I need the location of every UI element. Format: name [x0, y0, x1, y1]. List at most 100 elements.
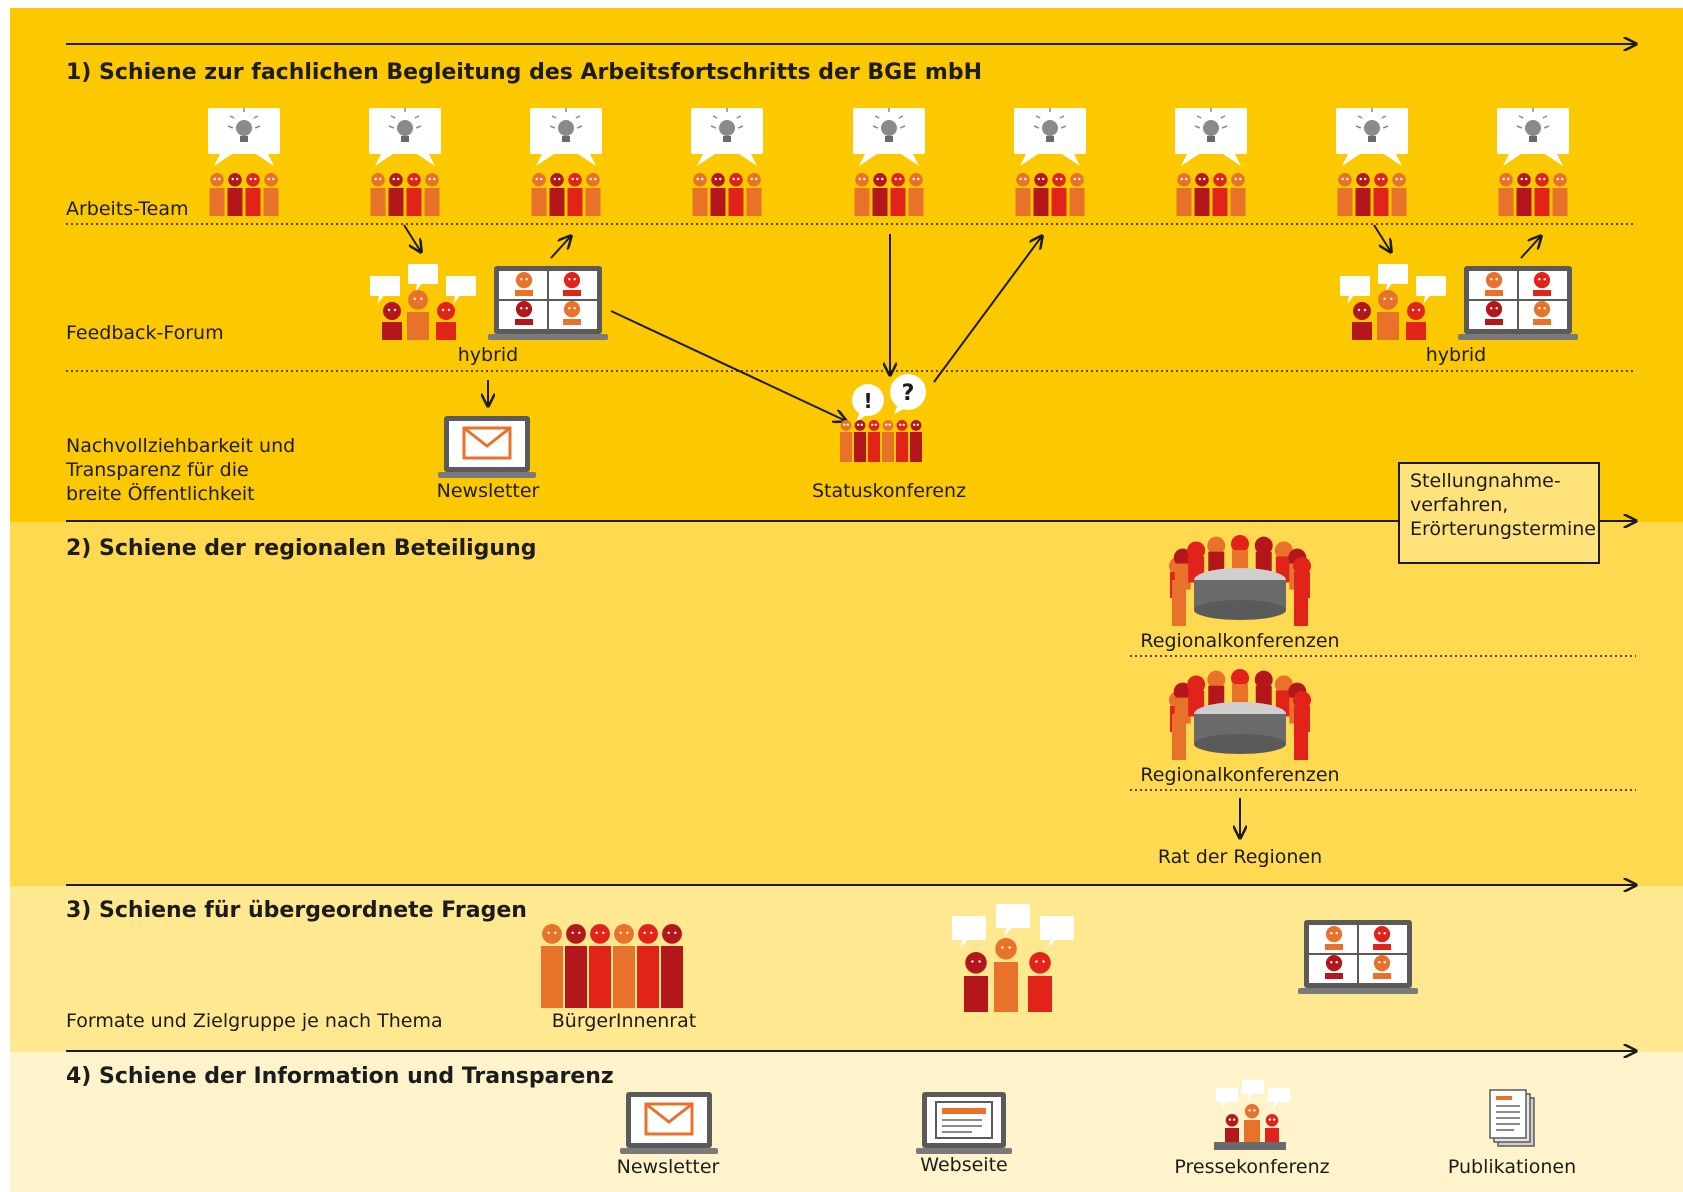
round-table-icon [1169, 535, 1311, 626]
person-icon [882, 420, 894, 462]
person-icon [896, 420, 908, 462]
formate-label: Formate und Zielgruppe je nach Thema [66, 1010, 443, 1032]
person-icon [1406, 302, 1426, 340]
person-icon [1373, 173, 1389, 216]
buergerrat-label: BürgerInnenrat [551, 1010, 697, 1032]
person-icon [1533, 301, 1551, 325]
person-icon [370, 173, 386, 216]
regionalkonferenzen-label-2: Regionalkonferenzen [1140, 764, 1340, 786]
person-icon [1355, 173, 1371, 216]
video-conference-icon [488, 266, 608, 340]
person-icon [854, 420, 866, 462]
person-icon [1265, 1114, 1279, 1142]
lightbulb-team-icon [691, 108, 763, 216]
pressekonferenz-label: Pressekonferenz [1174, 1156, 1330, 1178]
person-icon [209, 173, 225, 216]
svg-text:!: ! [863, 389, 872, 413]
person-icon [563, 272, 581, 296]
rat-der-regionen-label: Rat der Regionen [1157, 846, 1323, 868]
video-conference-icon [1298, 920, 1418, 994]
flow-arrow [933, 236, 1042, 383]
person-icon [890, 173, 906, 216]
speech-bubble-icon [408, 264, 438, 292]
envelope-laptop-icon [438, 416, 536, 478]
citizens-council-icon [541, 924, 683, 1008]
lightbulb-team-icon [1014, 108, 1086, 216]
video-conference-icon [1458, 266, 1578, 340]
lightbulb-team-icon [853, 108, 925, 216]
speech-bubble-icon [952, 916, 986, 948]
person-icon [1534, 173, 1550, 216]
person-icon [515, 272, 533, 296]
person-icon [854, 173, 870, 216]
flow-arrow [610, 310, 846, 421]
person-icon [245, 173, 261, 216]
section-3-title: 3) Schiene für übergeordnete Fragen [66, 898, 527, 923]
person-icon [565, 924, 587, 1008]
person-icon [910, 420, 922, 462]
person-icon [868, 420, 880, 462]
person-icon [424, 173, 440, 216]
svg-text:?: ? [902, 381, 915, 406]
person-icon [1498, 173, 1514, 216]
person-icon [1485, 301, 1503, 325]
person-icon [872, 173, 888, 216]
round-table-icon [1169, 669, 1311, 760]
person-icon [746, 173, 762, 216]
speech-bubble-icon [370, 276, 400, 304]
person-icon [1485, 272, 1503, 296]
lightbulb-team-icon [1497, 108, 1569, 216]
person-icon [1028, 952, 1052, 1012]
stellungnahme-label: Stellungnahme- verfahren, Erörterungster… [1410, 470, 1596, 540]
person-icon [1212, 173, 1228, 216]
status-conference-icon: ! ? [840, 374, 926, 462]
person-icon [1516, 173, 1532, 216]
statuskonferenz-label: Statuskonferenz [811, 480, 967, 502]
person-icon [1194, 173, 1210, 216]
person-icon [710, 173, 726, 216]
person-icon [541, 924, 563, 1008]
person-icon [585, 173, 601, 216]
person-icon [1033, 173, 1049, 216]
person-icon [1391, 173, 1407, 216]
speech-bubble-icon [1340, 276, 1370, 304]
person-icon [382, 302, 402, 340]
lightbulb-team-icon [1336, 108, 1408, 216]
flow-arrow [550, 236, 571, 259]
person-icon [515, 301, 533, 325]
speech-bubble-icon [1268, 1088, 1290, 1110]
person-icon [661, 924, 683, 1008]
lightbulb-team-icon [1175, 108, 1247, 216]
person-icon [692, 173, 708, 216]
track-2-band [10, 522, 1683, 886]
person-icon [1352, 302, 1372, 340]
person-icon [436, 302, 456, 340]
person-icon [1176, 173, 1192, 216]
newsletter-label-bottom: Newsletter [616, 1156, 720, 1178]
website-icon [916, 1092, 1012, 1154]
person-icon [388, 173, 404, 216]
person-icon [1225, 1114, 1239, 1142]
publikationen-label: Publikationen [1447, 1156, 1577, 1178]
person-icon [908, 173, 924, 216]
speech-bubble-icon [446, 276, 476, 304]
hybrid-label-right: hybrid [1425, 344, 1487, 366]
person-icon [567, 173, 583, 216]
person-icon [1377, 290, 1399, 340]
speech-bubble-icon [1216, 1088, 1238, 1110]
lightbulb-team-icon [208, 108, 280, 216]
flow-arrow [1373, 224, 1391, 252]
person-icon [1244, 1104, 1260, 1142]
flow-arrow [403, 224, 421, 252]
speech-bubble-icon [1378, 264, 1408, 292]
person-icon [1015, 173, 1031, 216]
person-icon [1051, 173, 1067, 216]
newsletter-label-top: Newsletter [436, 480, 540, 502]
person-icon [964, 952, 988, 1012]
person-icon [728, 173, 744, 216]
section-4-title: 4) Schiene der Information und Transpare… [66, 1064, 614, 1089]
stellungnahme-box: Stellungnahme- verfahren, Erörterungster… [1398, 462, 1600, 564]
person-icon [563, 301, 581, 325]
flow-arrow [1520, 236, 1541, 259]
